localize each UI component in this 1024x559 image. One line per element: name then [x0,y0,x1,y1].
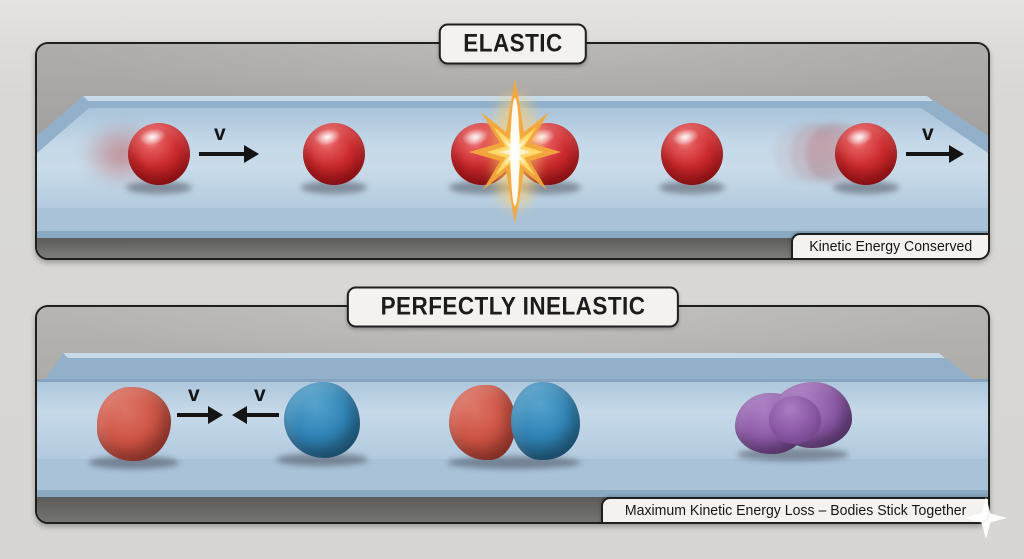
ball-shadow [659,181,725,194]
clay-ball-blue [284,382,360,458]
combined-purple-blob [735,382,852,455]
motion-ghost [774,123,836,185]
ball-shadow [301,181,367,194]
clay-ball-red [97,387,171,461]
elastic-badge: Kinetic Energy Conserved [790,233,990,260]
velocity-label: v [188,383,200,406]
inelastic-scene: v v [37,307,988,522]
velocity-label: v [922,122,934,145]
ball-shadow [126,181,192,194]
sparkle-icon [965,497,1007,539]
elastic-title: ELASTIC [438,23,587,65]
ball-shadow [833,181,899,194]
collision-flash-icon [469,78,561,224]
ball-shadow [276,453,368,466]
red-ball-rebounding [835,123,897,185]
velocity-arrow-right [906,145,964,163]
red-ball [661,123,723,185]
stuck-clay-red [449,385,515,460]
red-ball [303,123,365,185]
stuck-clay-blue [511,382,580,460]
velocity-arrow-right [199,145,259,163]
velocity-arrow-left [232,406,279,424]
inelastic-panel: v v PERFECTLY INELASTIC Maximum Kinetic … [35,286,990,524]
ball-shadow [447,456,581,469]
elastic-scene: v v [37,44,988,258]
elastic-panel: v v ELASTIC Kinetic Energy Conserved [35,23,990,260]
red-ball-moving [128,123,190,185]
inelastic-title: PERFECTLY INELASTIC [346,286,679,328]
velocity-label: v [214,122,226,145]
inelastic-badge: Maximum Kinetic Energy Loss – Bodies Sti… [600,497,990,524]
ball-shadow [89,456,179,469]
velocity-label: v [254,383,266,406]
velocity-arrow-right [177,406,223,424]
